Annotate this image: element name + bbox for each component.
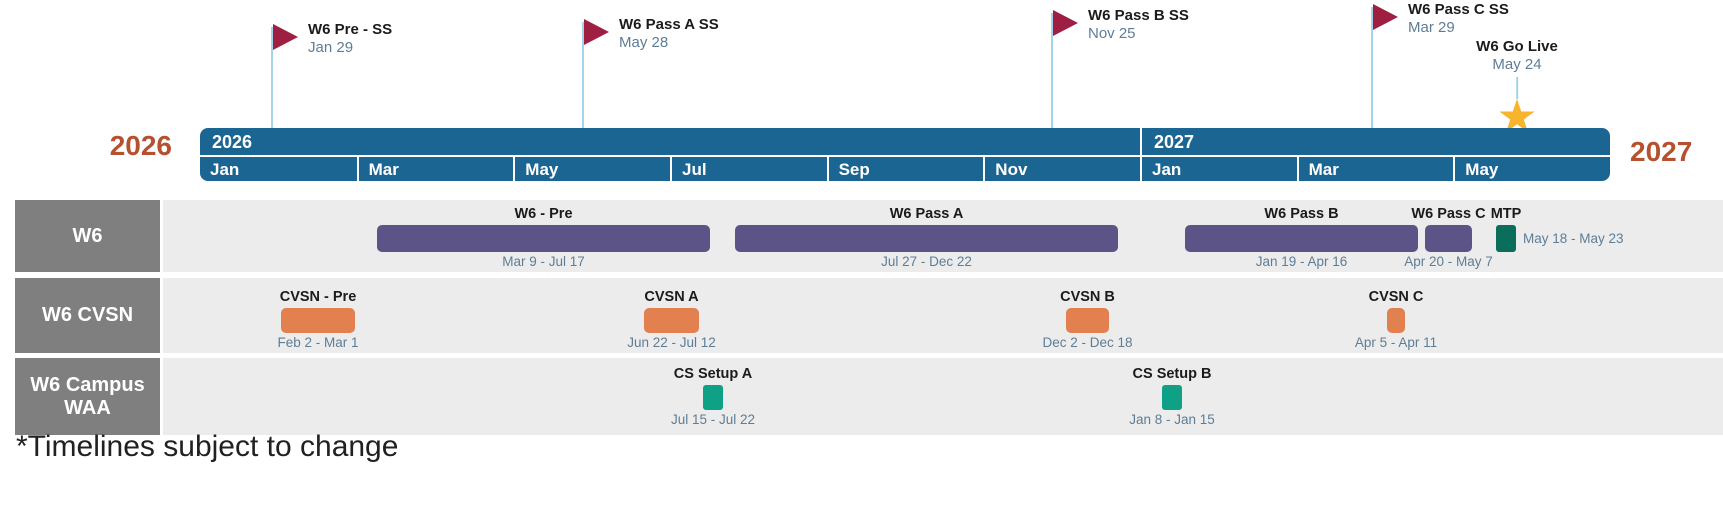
task-label: CVSN B [1060, 289, 1115, 305]
lane-label-w6-campus-waa: W6 Campus WAA [15, 358, 160, 435]
task-bar-cvsn-b [1066, 308, 1109, 333]
month-cell: Mar [1296, 155, 1454, 181]
task-label: CVSN C [1368, 289, 1424, 305]
task-bar-w6-pre [377, 225, 710, 252]
footnote: *Timelines subject to change [16, 430, 399, 463]
milestone-pole [1051, 13, 1053, 128]
task-label: CS Setup A [673, 366, 753, 382]
task-dates: Jan 19 - Apr 16 [1255, 254, 1348, 269]
task-bar-w6-pass-b [1185, 225, 1418, 252]
task-dates: Apr 20 - May 7 [1404, 254, 1493, 269]
lane-label-w6: W6 [15, 200, 160, 272]
milestone-date: May 28 [619, 34, 669, 51]
month-cell: May [513, 155, 670, 181]
task-dates: Feb 2 - Mar 1 [277, 335, 359, 350]
outer-year-right: 2027 [1630, 136, 1693, 167]
milestone-label: W6 Pass A SS [619, 16, 719, 33]
flag-icon [273, 24, 298, 50]
month-cell: May [1453, 155, 1610, 181]
month-cell: Jan [200, 155, 357, 181]
task-label: W6 Pass B [1264, 206, 1339, 222]
milestone-date: May 24 [1492, 56, 1542, 73]
task-label: MTP [1490, 206, 1522, 222]
task-label: CVSN - Pre [279, 289, 357, 305]
milestone-pole [1516, 76, 1518, 99]
month-cell: Nov [983, 155, 1140, 181]
milestone-pole [1371, 7, 1373, 128]
milestone-label: W6 Pre - SS [308, 21, 393, 38]
milestone-pole [582, 22, 584, 128]
task-label: W6 Pass A [889, 206, 964, 222]
task-label: W6 Pass C [1411, 206, 1486, 222]
flag-icon [584, 19, 609, 45]
flag-icon [1053, 10, 1078, 36]
lane-label-w6-cvsn: W6 CVSN [15, 278, 160, 353]
task-label: W6 - Pre [514, 206, 573, 222]
month-cell: Mar [356, 155, 514, 181]
month-cell: Jul [670, 155, 827, 181]
milestone-label: W6 Pass B SS [1088, 7, 1189, 24]
task-dates: Mar 9 - Jul 17 [502, 254, 585, 269]
task-dates: Dec 2 - Dec 18 [1042, 335, 1133, 350]
flag-icon [1373, 4, 1398, 30]
year-segment: 2026 [212, 132, 253, 152]
task-bar-cs-setup-a [703, 385, 723, 410]
lane-background [163, 278, 1723, 353]
milestone-pole [271, 27, 273, 128]
task-bar-w6-pass-a [735, 225, 1118, 252]
milestone-date: Jan 29 [308, 39, 354, 56]
task-dates: Jul 27 - Dec 22 [881, 254, 972, 269]
task-label: CS Setup B [1132, 366, 1212, 382]
task-dates: Jul 15 - Jul 22 [670, 412, 756, 427]
task-bar-w6-pass-c [1425, 225, 1472, 252]
task-bar-cvsn-pre [281, 308, 355, 333]
task-dates: Apr 5 - Apr 11 [1354, 335, 1438, 350]
task-label: CVSN A [644, 289, 699, 305]
year-segment: 2027 [1140, 128, 1610, 155]
task-bar-cs-setup-b [1162, 385, 1182, 410]
task-dates: May 18 - May 23 [1523, 230, 1624, 246]
lane-background [163, 358, 1723, 435]
month-cell: Jan [1140, 155, 1297, 181]
milestone-label: W6 Go Live [1476, 38, 1558, 55]
task-dates: Jun 22 - Jul 12 [627, 335, 716, 350]
month-cell: Sep [826, 155, 984, 181]
task-bar-cvsn-c [1387, 308, 1405, 333]
outer-year-left: 2026 [109, 130, 172, 161]
task-dates: Jan 8 - Jan 15 [1129, 412, 1215, 427]
milestone-date: Mar 29 [1408, 19, 1455, 36]
milestone-date: Nov 25 [1088, 25, 1136, 42]
milestone-label: W6 Pass C SS [1408, 1, 1509, 18]
task-bar-cvsn-a [644, 308, 699, 333]
task-bar-mtp [1496, 225, 1516, 252]
